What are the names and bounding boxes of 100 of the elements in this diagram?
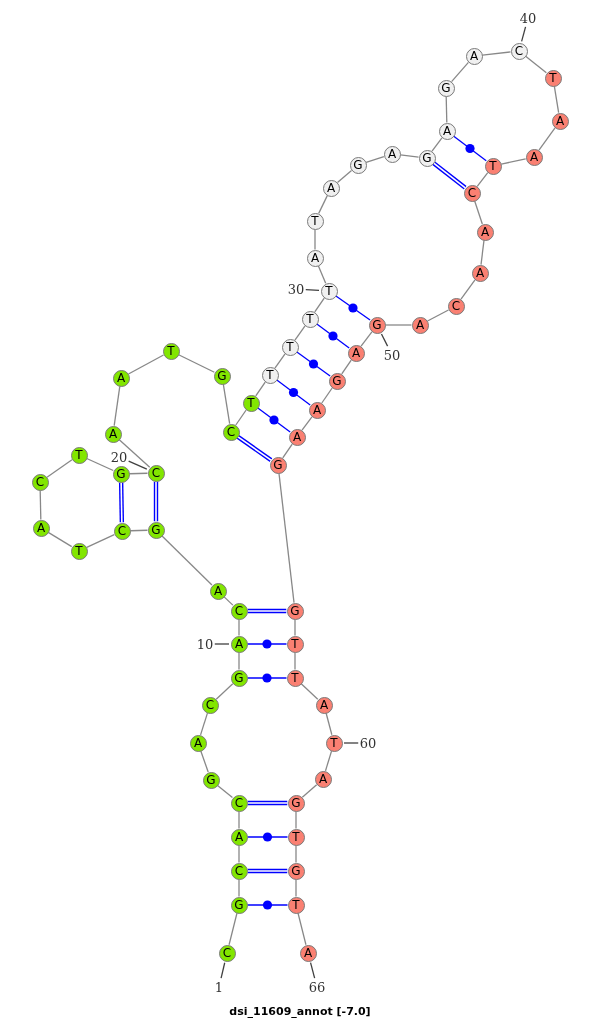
backbone-line (341, 359, 352, 375)
backbone-line (274, 353, 286, 369)
backbone-line (445, 95, 448, 124)
backbone-line (294, 651, 296, 671)
nucleotide: C (447, 297, 465, 315)
backbone-line (295, 810, 297, 830)
backbone-line (86, 533, 115, 549)
nucleotide: G (437, 79, 455, 97)
base-pair-line (153, 481, 159, 522)
backbone-line (238, 878, 240, 898)
nucleotide: C (147, 464, 165, 482)
base-pair-line (247, 608, 287, 614)
nucleotide: A (288, 428, 306, 446)
base-pair-line (236, 435, 273, 462)
position-number: 60 (359, 735, 377, 751)
nucleotide: G (202, 771, 220, 789)
nucleotide: A (189, 734, 207, 752)
nucleotide: A (306, 249, 324, 267)
backbone-line (216, 784, 234, 799)
leader-line (380, 333, 389, 347)
backbone-line (161, 535, 213, 586)
backbone-line (118, 439, 151, 468)
base-pair-line (257, 407, 291, 433)
backbone-line (460, 279, 476, 300)
backbone-line (500, 158, 527, 165)
nucleotide: A (551, 112, 569, 130)
backbone-line (426, 309, 450, 322)
leader-line (521, 26, 527, 42)
nucleotide: A (525, 148, 543, 166)
nucleotide: T (286, 635, 304, 653)
nucleotide: A (411, 316, 429, 334)
leader-line (305, 288, 320, 292)
backbone-line (295, 844, 297, 864)
backbone-line (384, 324, 413, 326)
nucleotide: T (70, 446, 88, 464)
backbone-line (360, 331, 373, 347)
position-number: 1 (214, 979, 224, 995)
nucleotide: A (230, 635, 248, 653)
nucleotide: T (281, 338, 299, 356)
backbone-line (301, 416, 313, 431)
nucleotide: G (287, 862, 305, 880)
nucleotide: T (320, 282, 338, 300)
nucleotide: T (544, 69, 562, 87)
backbone-line (39, 489, 42, 521)
nucleotide: C (230, 862, 248, 880)
base-pair-line (453, 135, 487, 162)
base-pair-line (296, 351, 331, 377)
nucleotide: C (222, 423, 240, 441)
backbone-line (538, 127, 556, 151)
base-pair-line (335, 295, 371, 321)
nucleotide: A (112, 369, 130, 387)
nucleotide: A (322, 179, 340, 197)
nucleotide: A (32, 519, 50, 537)
backbone-line (47, 531, 73, 548)
nucleotide: C (218, 944, 236, 962)
base-pair-line (432, 161, 467, 190)
nucleotide: G (269, 456, 287, 474)
base-pair-line (118, 482, 125, 523)
position-number: 40 (519, 10, 537, 26)
backbone-line (300, 683, 319, 700)
backbone-line (294, 618, 296, 637)
backbone-line (295, 878, 297, 898)
backbone-line (318, 195, 328, 214)
leader-line (343, 742, 359, 744)
nucleotide: A (209, 582, 227, 600)
nucleotide: T (162, 342, 180, 360)
backbone-line (476, 172, 489, 187)
nucleotide: G (147, 521, 165, 539)
nucleotide: T (287, 828, 305, 846)
backbone-line (222, 383, 231, 425)
nucleotide: A (315, 696, 333, 714)
backbone-line (474, 200, 483, 225)
nucleotide: A (471, 264, 489, 282)
backbone-line (317, 265, 327, 284)
nucleotide: T (325, 734, 343, 752)
nucleotide: C (510, 42, 528, 60)
backbone-line (553, 85, 560, 114)
nucleotide: G (286, 602, 304, 620)
nucleotide: C (230, 602, 248, 620)
backbone-line (324, 750, 333, 772)
nucleotide: T (306, 212, 324, 230)
nucleotide: T (70, 542, 88, 560)
base-pair-line (316, 323, 350, 349)
nucleotide: T (484, 157, 502, 175)
nucleotide: T (286, 669, 304, 687)
base-pair-line (246, 643, 288, 645)
backbone-line (321, 387, 333, 404)
nucleotide: A (230, 828, 248, 846)
leader-line (220, 962, 226, 979)
nucleotide: G (230, 669, 248, 687)
backbone-line (365, 155, 385, 164)
nucleotide: C (113, 522, 131, 540)
nucleotide: A (438, 122, 456, 140)
nucleotide: T (287, 896, 305, 914)
backbone-line (282, 443, 293, 459)
backbone-line (200, 750, 209, 773)
backbone-line (199, 712, 209, 736)
nucleotide: G (230, 896, 248, 914)
nucleotide: T (242, 394, 260, 412)
backbone-line (86, 457, 114, 472)
